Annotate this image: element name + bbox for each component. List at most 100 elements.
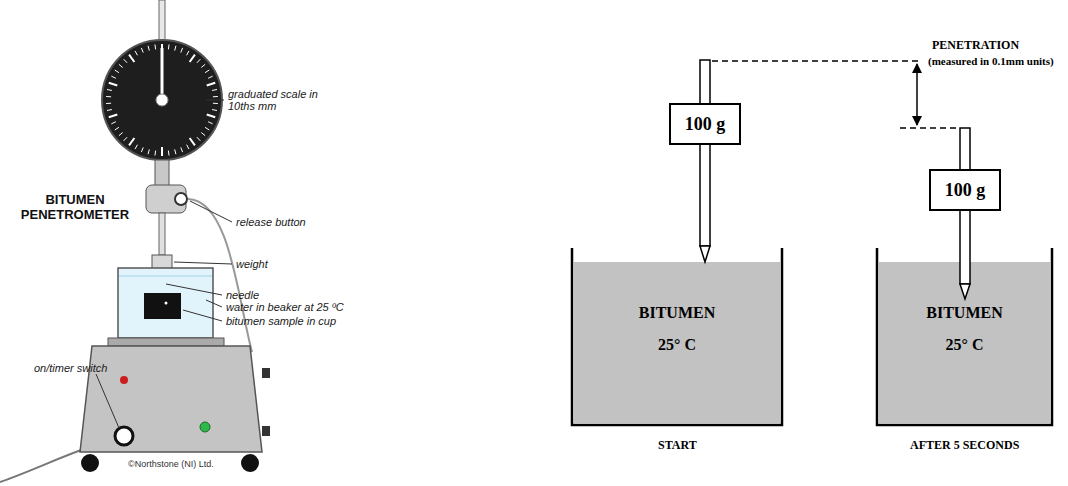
dial-tick [107,89,112,91]
leader-line [190,201,232,222]
dial-tick [205,70,209,73]
dial-tick [197,137,200,141]
dial-tick [141,147,143,152]
dial-tick [201,133,205,136]
leader-line [206,100,224,101]
platform [108,338,224,346]
release-button [175,193,187,205]
dial-tick [111,122,116,124]
dial-tick [124,59,127,63]
top-rod [159,0,165,44]
level-knob [262,426,270,436]
dial-tick [154,44,156,49]
dial-tick [135,145,137,149]
level-knob [262,368,270,378]
dial-tick [197,59,200,63]
node-text: 25° C [879,336,1050,354]
instrument-title: BITUMEN PENETROMETER [8,192,142,222]
bitumen-sample: BITUMEN 25° C [879,262,1050,423]
dial-tick [129,138,134,145]
dashed-line [900,127,958,129]
dial-tick [168,44,170,49]
leader-line [206,300,222,307]
part-label: needle [226,289,259,301]
copyright: ©Northstone (NI) Ltd. [128,459,214,469]
node-text: BITUMEN [879,304,1050,322]
dial-tick [129,55,134,62]
dial-tick [111,76,116,78]
part-label: on/timer switch [34,362,107,374]
dial-tick [205,127,209,130]
timer-switch [115,427,133,445]
water-level [119,276,212,277]
leader-line [96,374,119,428]
cup-mark [165,302,168,305]
schematic [572,60,1052,425]
dial-tick [213,103,218,104]
dial-tick [124,137,127,141]
dial-tick [187,51,189,55]
wheel [81,454,99,472]
dial-tick [175,149,176,154]
part-label: release button [236,216,306,228]
needle-tip [960,284,970,299]
green-lamp [200,422,210,432]
dashed-line [712,60,922,62]
leader-line [183,310,222,321]
part-label: water in beaker at 25 ºC [226,301,344,313]
dial-tick [208,76,213,78]
dial-tick [181,147,183,152]
dial-tick [175,46,176,51]
node-text: 100 g [685,114,726,135]
dial-tick [109,115,118,118]
leader-lines [96,100,232,428]
dial-tick [207,83,216,86]
beaker [118,268,213,338]
dial-tick [148,46,149,51]
weight [152,255,172,269]
bitumen-fill [879,262,1050,423]
red-lamp [120,376,128,384]
needle-shaft [700,60,710,246]
dimension-arrow [916,64,918,125]
dial-tick [106,96,111,97]
dial-tick [212,109,217,111]
bitumen-sample: BITUMEN 25° C [574,262,780,423]
dimension-label: PENETRATION [932,38,1019,52]
dial-tick [135,51,137,55]
bitumen-fill [574,262,780,423]
container [572,248,782,425]
dial-tick [148,149,149,154]
weight-box: 100 g [669,103,741,145]
dial-tick [207,115,216,118]
dial-tick [168,151,170,156]
dial-tick [141,48,143,53]
part-label: bitumen sample in cup [226,315,336,327]
part-label: graduated scale in 10ths mm [228,88,320,112]
release-housing [146,185,186,213]
dial-tick [190,55,195,62]
weight-box: 100 g [929,169,1001,211]
wheel [241,454,259,472]
stage-caption: AFTER 5 SECONDS [910,438,1019,452]
part-label: weight [236,258,268,270]
dial-tick [107,109,112,111]
dial-tick [190,138,195,145]
dial-tick [208,122,213,124]
dial-ticks [106,44,218,156]
dial-pointer [161,48,164,100]
stem [155,160,169,186]
dimension-note: (measured in 0.1mm units) [928,55,1054,68]
node-text: BITUMEN [574,304,780,322]
dial-tick [181,48,183,53]
dial-tick [115,70,119,73]
penetrometer [0,0,270,482]
dial-tick [106,103,111,104]
node-text: 25° C [574,336,780,354]
leader-line [166,284,222,295]
plunger [159,213,165,255]
stage-caption: START [658,438,697,452]
needle-tip [700,246,710,262]
